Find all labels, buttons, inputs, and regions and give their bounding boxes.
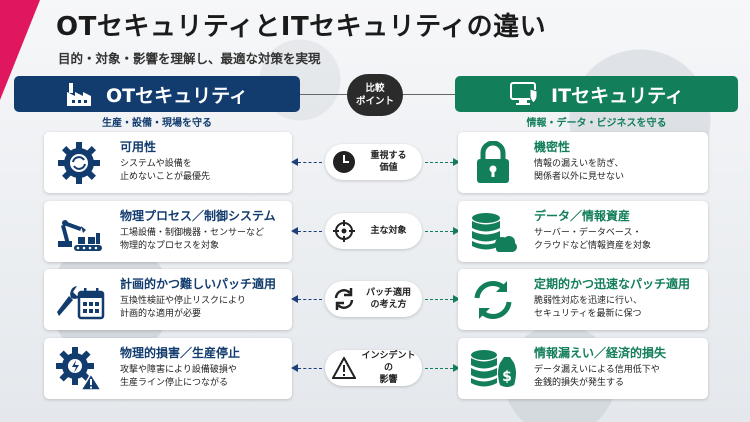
lock-icon: [462, 132, 524, 193]
it-card-title: 機密性: [534, 140, 571, 154]
ot-card-desc: 互換性検証や停止リスクにより 計画的な適用が必要: [120, 296, 246, 319]
monitor-shield-icon: [509, 81, 541, 107]
arrow-left: [291, 158, 322, 166]
ot-card-patch: 計画的かつ難しいパッチ適用 互換性検証や停止リスクにより 計画的な適用が必要: [44, 269, 292, 330]
compare-badge: 比較 ポイント: [347, 74, 403, 116]
warning-icon: [329, 357, 359, 379]
it-card-title: 情報漏えい／経済的損失: [534, 346, 667, 360]
it-card-patch: 定期的かつ迅速なパッチ適用 脆弱性対応を迅速に行い、 セキュリティを最新に保つ: [458, 269, 708, 330]
it-card-desc: サーバー・データベース・ クラウドなど情報資産を対象: [534, 228, 652, 251]
point-label: パッチ適用 の考え方: [365, 288, 411, 310]
ot-card-title: 可用性: [120, 140, 157, 154]
ot-card-availability: 可用性 システムや設備を 止めないことが最優先: [44, 132, 292, 193]
it-card-title: データ／情報資産: [534, 209, 631, 223]
gear-sync-icon: [48, 132, 110, 193]
ot-header: OTセキュリティ: [14, 76, 300, 112]
it-subheading: 情報・データ・ビジネスを守る: [526, 118, 667, 129]
it-card-desc: 情報の漏えいを防ぎ、 関係者以外に見せない: [534, 159, 625, 182]
arrow-left: [291, 227, 322, 235]
arrow-right: [425, 158, 460, 166]
arrow-right: [425, 295, 460, 303]
wrench-calendar-icon: [48, 269, 110, 330]
target-icon: [329, 219, 359, 243]
sync-arrows-icon: [462, 269, 524, 330]
it-card-confidentiality: 機密性 情報の漏えいを防ぎ、 関係者以外に見せない: [458, 132, 708, 193]
point-value: 重視する 価値: [325, 144, 422, 180]
it-card-desc: データ漏えいによる信用低下や 金銭的損失が発生する: [534, 365, 660, 388]
arrow-left: [291, 295, 322, 303]
arrow-left: [291, 364, 322, 372]
page-subtitle: 目的・対象・影響を理解し、最適な対策を実現: [58, 51, 321, 66]
it-card-title: 定期的かつ迅速なパッチ適用: [534, 277, 691, 291]
it-card-data: データ／情報資産 サーバー・データベース・ クラウドなど情報資産を対象: [458, 201, 708, 262]
gear-warning-icon: [48, 338, 110, 399]
point-label: 主な対象: [370, 226, 407, 236]
ot-card-desc: 攻撃や障害により設備破損や 生産ライン停止につながる: [120, 365, 237, 388]
arrow-right: [425, 364, 460, 372]
point-patch: パッチ適用 の考え方: [325, 281, 422, 317]
clock-icon: [329, 150, 359, 174]
it-header: ITセキュリティ: [455, 76, 738, 112]
ot-header-label: OTセキュリティ: [106, 84, 248, 107]
point-label: インシデントの 影響: [361, 351, 416, 385]
it-card-loss: $ 情報漏えい／経済的損失 データ漏えいによる信用低下や 金銭的損失が発生する: [458, 338, 708, 399]
ot-card-process: 物理プロセス／制御システム 工場設備・制御機器・センサーなど 物理的なプロセスを…: [44, 201, 292, 262]
svg-text:$: $: [502, 369, 512, 385]
database-cloud-icon: [462, 201, 524, 262]
refresh-icon: [329, 287, 359, 311]
ot-card-title: 計画的かつ難しいパッチ適用: [120, 277, 277, 291]
point-label: 重視する 価値: [370, 151, 407, 173]
ot-card-title: 物理的損害／生産停止: [120, 346, 241, 360]
ot-card-desc: システムや設備を 止めないことが最優先: [120, 159, 211, 182]
point-incident: インシデントの 影響: [325, 350, 422, 386]
ot-card-desc: 工場設備・制御機器・センサーなど 物理的なプロセスを対象: [120, 228, 265, 251]
it-card-desc: 脆弱性対応を迅速に行い、 セキュリティを最新に保つ: [534, 296, 643, 319]
database-money-icon: $: [462, 338, 524, 399]
arrow-right: [425, 227, 460, 235]
robot-arm-icon: [48, 201, 110, 262]
factory-icon: [66, 81, 96, 107]
point-target: 主な対象: [325, 213, 422, 249]
ot-subheading: 生産・設備・現場を守る: [102, 118, 212, 129]
ot-card-damage: 物理的損害／生産停止 攻撃や障害により設備破損や 生産ライン停止につながる: [44, 338, 292, 399]
it-header-label: ITセキュリティ: [551, 84, 684, 107]
ot-card-title: 物理プロセス／制御システム: [120, 209, 276, 223]
page-title: OTセキュリティとITセキュリティの違い: [56, 12, 547, 42]
